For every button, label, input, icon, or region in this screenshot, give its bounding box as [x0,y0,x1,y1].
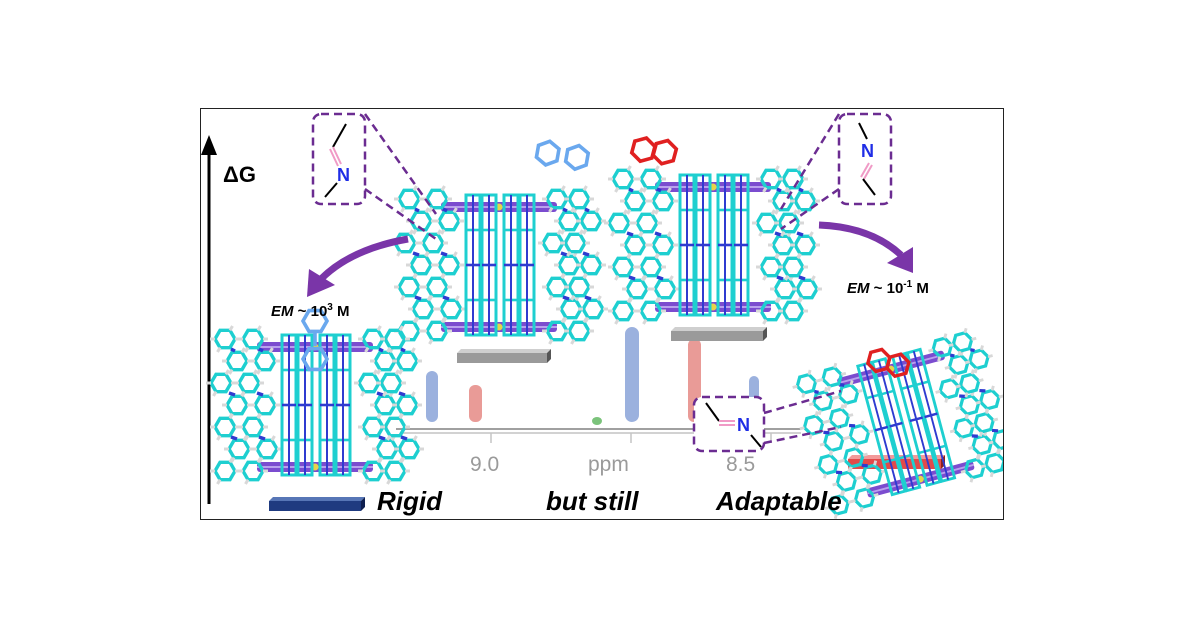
bipyridine-icon [531,137,594,174]
peak-green [592,417,602,425]
graphical-abstract: N N N [201,112,1003,519]
gray-bar-right [671,327,767,341]
atom-n-1: N [337,165,350,185]
tick-label-9-0: 9.0 [470,453,500,476]
peak-blue-1 [625,327,639,422]
figure-frame: N N N ΔG EM ~ 103 M EM ~ 10-1 M 9.0 ppm [200,108,1004,520]
cage-top-left [390,186,608,344]
slogan-rigid: Rigid [377,486,442,516]
navy-bar [269,497,365,511]
em-label-left: EM ~ 103 M [271,302,350,320]
tick-label-ppm: ppm [588,453,629,476]
bipyridine-guest [301,308,329,372]
atom-n-2: N [861,141,874,161]
imine-inset-right: N [779,112,893,231]
energy-axis-label: ΔG [223,162,256,187]
arrow-right [818,221,913,273]
imine-inset-left: N [311,112,438,241]
imine-inset-bottom: N [692,389,842,453]
cage-bottom-left [206,308,424,484]
atom-n-3: N [737,415,750,435]
peak-blue-2 [426,371,438,422]
arrow-left [307,235,409,297]
quinoline-icon [627,134,681,168]
slogan-adaptable: Adaptable [716,486,842,516]
em-label-right: EM ~ 10-1 M [847,279,929,297]
tick-label-8-5: 8.5 [726,453,756,476]
peak-red-1 [469,385,482,422]
cage-top-right [604,166,822,324]
gray-bar-left [457,349,551,363]
energy-axis [201,135,217,504]
slogan-but-still: but still [546,486,639,516]
